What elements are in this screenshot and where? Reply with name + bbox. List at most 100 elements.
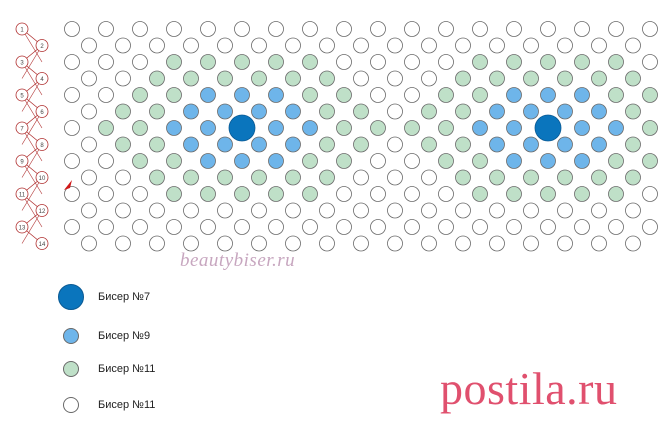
green-bead	[217, 70, 233, 87]
white-bead	[268, 21, 284, 37]
white-bead	[421, 235, 437, 252]
large-bead-swatch	[58, 284, 84, 310]
white-bead	[132, 219, 148, 235]
green-bead	[115, 103, 131, 120]
green-bead-swatch	[63, 361, 79, 377]
white-bead	[557, 202, 573, 219]
green-bead	[540, 186, 556, 202]
white-bead	[251, 37, 267, 54]
white-bead	[523, 202, 539, 219]
green-bead	[438, 87, 454, 103]
medium-bead	[183, 136, 199, 153]
green-bead	[200, 186, 216, 202]
white-bead	[421, 169, 437, 186]
green-bead	[166, 186, 182, 202]
green-bead	[438, 153, 454, 169]
thread-crossing	[21, 210, 43, 244]
white-bead	[98, 87, 114, 103]
white-bead	[421, 70, 437, 87]
medium-bead	[251, 136, 267, 153]
white-bead	[404, 54, 420, 70]
edge-bead	[35, 105, 49, 118]
white-bead	[149, 235, 165, 252]
medium-bead	[557, 136, 573, 153]
edge-bead	[15, 220, 29, 234]
edge-bead	[35, 171, 49, 184]
white-bead	[591, 37, 607, 54]
medium-bead	[302, 120, 318, 136]
green-bead	[472, 87, 488, 103]
green-bead	[489, 169, 505, 186]
medium-bead	[540, 87, 556, 103]
white-bead	[64, 120, 80, 136]
white-bead	[506, 219, 522, 235]
white-bead	[353, 202, 369, 219]
green-bead	[251, 70, 267, 87]
medium-bead	[591, 103, 607, 120]
edge-bead	[35, 138, 49, 151]
medium-bead	[506, 153, 522, 169]
white-bead	[404, 219, 420, 235]
thread-crossing	[21, 177, 43, 211]
green-bead	[166, 153, 182, 169]
white-bead	[336, 186, 352, 202]
green-bead	[472, 153, 488, 169]
white-bead	[455, 37, 471, 54]
white-bead	[115, 202, 131, 219]
medium-bead	[200, 87, 216, 103]
medium-bead	[523, 103, 539, 120]
green-bead	[149, 136, 165, 153]
thread-crossing	[21, 193, 43, 228]
white-bead	[81, 202, 97, 219]
white-bead	[404, 186, 420, 202]
edge-bead	[15, 121, 29, 135]
green-bead	[472, 54, 488, 70]
white-bead	[489, 202, 505, 219]
white-bead	[608, 21, 624, 37]
large-bead	[228, 114, 256, 142]
white-bead	[166, 21, 182, 37]
green-bead	[285, 169, 301, 186]
green-bead	[642, 87, 658, 103]
white-bead	[149, 37, 165, 54]
green-bead	[149, 70, 165, 87]
white-bead	[404, 87, 420, 103]
green-bead	[200, 54, 216, 70]
white-bead	[387, 70, 403, 87]
white-bead	[183, 37, 199, 54]
edge-step-label: 4	[40, 77, 44, 83]
thread-crossing	[21, 111, 43, 145]
green-bead	[455, 103, 471, 120]
green-bead	[166, 87, 182, 103]
white-bead	[200, 219, 216, 235]
edge-bead	[15, 88, 29, 102]
direction-arrow-icon	[64, 180, 72, 190]
white-bead	[353, 235, 369, 252]
white-bead	[353, 169, 369, 186]
medium-bead	[591, 136, 607, 153]
medium-bead	[268, 87, 284, 103]
green-bead	[506, 186, 522, 202]
green-bead	[625, 136, 641, 153]
green-bead	[115, 136, 131, 153]
white-bead	[370, 186, 386, 202]
medium-bead	[574, 153, 590, 169]
white-bead	[115, 235, 131, 252]
white-bead	[370, 54, 386, 70]
medium-bead-swatch	[63, 328, 79, 344]
edge-step-label: 1	[20, 28, 24, 34]
white-bead	[608, 219, 624, 235]
green-bead	[353, 103, 369, 120]
green-bead	[421, 103, 437, 120]
edge-bead	[15, 55, 29, 69]
white-bead	[387, 37, 403, 54]
green-bead	[132, 120, 148, 136]
medium-bead	[506, 120, 522, 136]
green-bead	[438, 120, 454, 136]
edge-step-label: 12	[39, 209, 46, 215]
white-bead	[625, 235, 641, 252]
green-bead	[557, 70, 573, 87]
edge-bead	[35, 237, 49, 250]
white-bead	[149, 202, 165, 219]
